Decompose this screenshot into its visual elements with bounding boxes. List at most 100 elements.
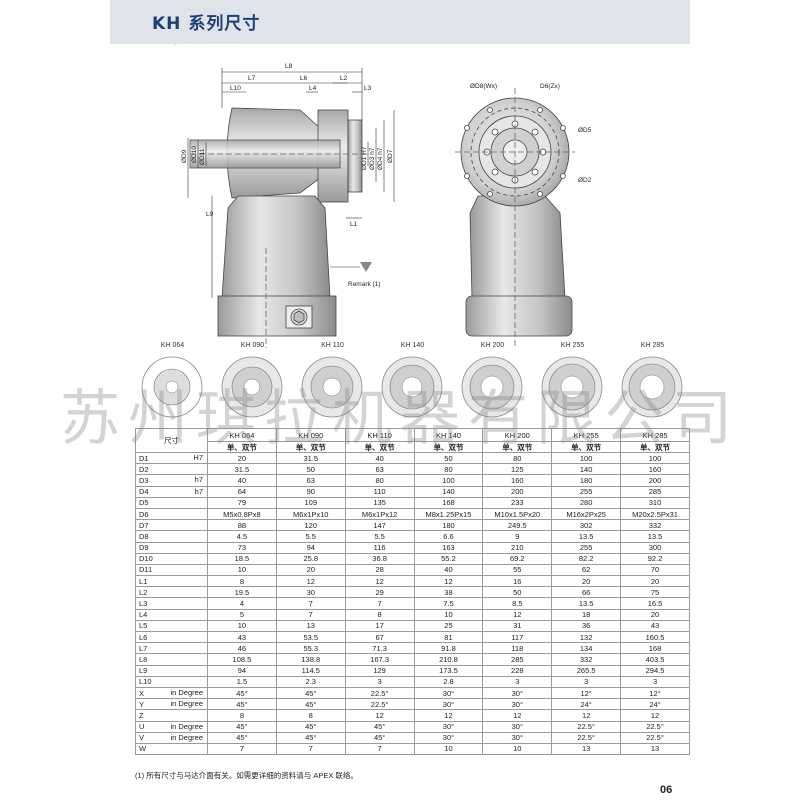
table-cell: 75 <box>620 586 690 599</box>
header-band: KH 系列尺寸 <box>110 0 690 46</box>
row-name: D1 <box>139 453 149 463</box>
table-cell: 88 <box>207 519 277 532</box>
table-cell: 12 <box>275 575 346 588</box>
table-cell: 22.5° <box>344 686 415 700</box>
table-cell: 43 <box>207 630 277 644</box>
table-cell: 20 <box>620 608 690 621</box>
col-header: KH 064 <box>207 428 277 442</box>
table-cell: 45° <box>207 720 277 733</box>
flange-icon <box>221 356 283 418</box>
row-label: D4 h7 <box>135 485 208 498</box>
row-unit: h7 <box>194 486 203 496</box>
table-cell: 140 <box>413 485 484 498</box>
table-cell: 30° <box>413 686 484 700</box>
table-cell: 12° <box>620 686 690 700</box>
table-cell: 210 <box>482 541 553 554</box>
table-cell: 163 <box>413 541 484 554</box>
table-cell: 100 <box>413 474 484 487</box>
table-cell: 167.3 <box>344 653 415 666</box>
thumb-kh140: KH 140 <box>375 340 450 435</box>
table-cell: 4.5 <box>207 530 277 543</box>
dim-D5: ØD5 <box>578 127 592 134</box>
row-name: W <box>139 744 147 754</box>
table-cell: 18 <box>551 608 622 621</box>
spec-table: 尺寸 KH 064 KH 090 KH 110 KH 140 KH 200 KH… <box>135 428 690 756</box>
table-cell: 31.5 <box>207 463 277 476</box>
row-name: L4 <box>139 610 148 620</box>
table-cell: 66 <box>551 586 622 599</box>
table-cell: 73 <box>207 541 277 554</box>
col-subheader: 单、双节 <box>344 441 415 453</box>
table-cell: 55.2 <box>413 552 484 565</box>
col-subheader: 单、双节 <box>620 441 690 453</box>
header-notch <box>168 38 182 46</box>
table-cell: M6x1Px10 <box>275 507 346 521</box>
table-cell: 20 <box>620 575 690 588</box>
page-title: KH 系列尺寸 <box>152 14 261 34</box>
row-name: D9 <box>139 543 149 553</box>
thumb-label: KH 090 <box>240 342 265 349</box>
row-unit: in Degree <box>170 721 203 731</box>
flange-icon <box>141 356 203 418</box>
table-cell: 120 <box>275 519 346 532</box>
table-cell: 132 <box>551 630 622 644</box>
table-cell: 45° <box>207 698 277 711</box>
col-header: KH 200 <box>482 428 553 442</box>
table-cell: 40 <box>344 451 415 465</box>
col-header: KH 140 <box>413 428 484 442</box>
table-cell: 36.8 <box>344 552 415 565</box>
table-cell: M20x2.5Px31 <box>620 507 690 521</box>
table-cell: 18.5 <box>207 552 277 565</box>
table-cell: 40 <box>413 563 484 577</box>
table-cell: 180 <box>413 519 484 532</box>
table-cell: 22.5° <box>620 720 690 733</box>
row-label: L7 <box>135 642 208 655</box>
table-cell: 109 <box>275 496 346 509</box>
dim-D1: ØD1 H7 <box>361 146 368 170</box>
row-name: V <box>139 733 145 743</box>
row-label: L3 <box>135 597 208 610</box>
table-cell: 180 <box>551 474 622 487</box>
table-cell: 19.5 <box>207 586 277 599</box>
technical-drawing: L8 L7 L6 L2 L10 L4 L3 ØD9 ØD10 ØD11 ØD1 … <box>181 63 592 348</box>
row-name: D7 <box>139 520 149 530</box>
dim-L7: L7 <box>248 75 256 82</box>
thumb-label: KH 140 <box>400 342 425 349</box>
table-cell: 13.5 <box>620 530 690 543</box>
table-cell: 30° <box>482 698 553 711</box>
col-header: KH 285 <box>620 428 690 442</box>
row-unit: h7 <box>194 475 203 485</box>
flange-icon <box>381 356 443 418</box>
table-cell: 255 <box>551 541 622 554</box>
table-cell: 8 <box>207 575 277 588</box>
table-cell: 30 <box>275 586 346 599</box>
table-cell: 13 <box>275 619 346 633</box>
table-cell: 13.5 <box>551 530 622 543</box>
row-label: D11 <box>135 563 208 577</box>
row-name: L9 <box>139 666 148 676</box>
row-name: L2 <box>139 587 148 597</box>
row-label: D6 <box>135 507 208 521</box>
row-name: D4 <box>139 487 149 497</box>
row-name: L8 <box>139 654 148 664</box>
table-cell: 300 <box>620 541 690 554</box>
table-cell: 249.5 <box>482 519 553 532</box>
row-name: Y <box>139 699 145 709</box>
table-cell: 7 <box>344 597 415 610</box>
table-cell: 55 <box>482 563 553 577</box>
flange-icon <box>621 356 683 418</box>
page-number: 06 <box>660 784 673 796</box>
table-cell: 8.5 <box>482 597 553 610</box>
table-cell: 45° <box>207 731 277 744</box>
row-label: L10 <box>135 675 208 688</box>
table-cell: 28 <box>344 563 415 577</box>
table-cell: 140 <box>551 463 622 476</box>
